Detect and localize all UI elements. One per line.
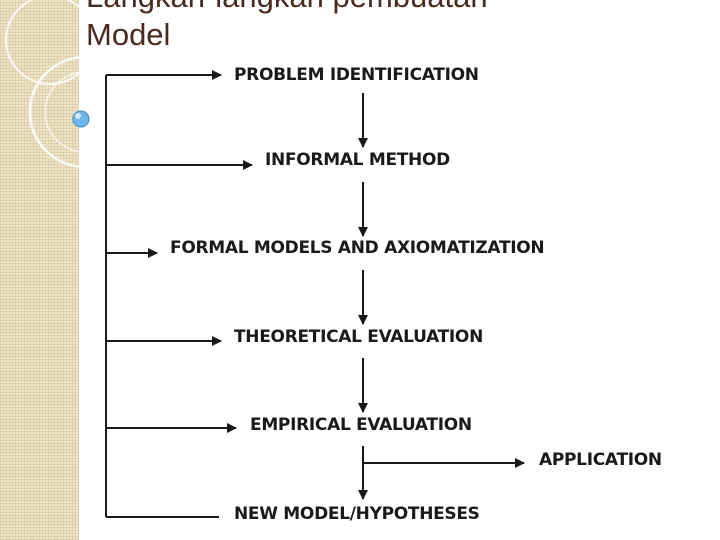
step-formal-models: FORMAL MODELS AND AXIOMATIZATION: [170, 238, 544, 258]
slide-title: Langkah-langkah pembuatan Model: [86, 0, 488, 54]
step-new-model-hypotheses: NEW MODEL/HYPOTHESES: [234, 504, 480, 524]
step-empirical-evaluation: EMPIRICAL EVALUATION: [250, 415, 472, 435]
decorative-side-strip: [0, 0, 79, 540]
step-informal-method: INFORMAL METHOD: [265, 150, 450, 170]
step-problem-identification: PROBLEM IDENTIFICATION: [234, 65, 479, 85]
decorative-circles: [5, 0, 140, 169]
slide-title-line2: Model: [86, 17, 171, 52]
slide-title-line1: Langkah-langkah pembuatan: [86, 0, 488, 16]
branch-application: APPLICATION: [539, 450, 662, 470]
step-theoretical-evaluation: THEORETICAL EVALUATION: [234, 327, 483, 347]
